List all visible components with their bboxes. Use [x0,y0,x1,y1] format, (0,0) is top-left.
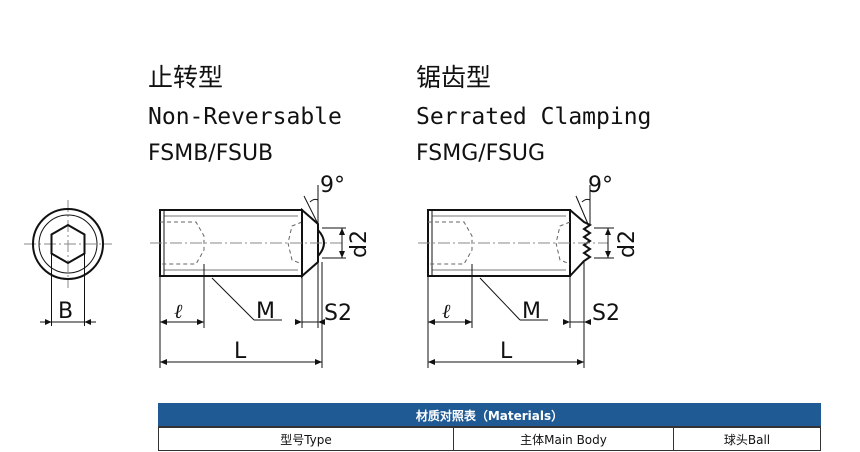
hex-socket-shape [50,223,86,265]
left-model-code: FSMB/FSUB [148,141,273,166]
materials-table-title: 材质对照表（Materials） [158,403,821,428]
left-angle-label: 9° [320,173,345,198]
right-model-code: FSMG/FSUG [416,141,545,166]
right-title-cn: 锯齿型 [416,63,491,92]
left-title-cn: 止转型 [148,63,223,92]
col-header-main-body: 主体Main Body [453,426,674,451]
end-view: B [24,200,112,326]
right-dim-l-label: ℓ [442,299,451,323]
col-header-type: 型号Type [158,426,454,451]
right-title-en: Serrated Clamping [416,104,651,130]
col-header-ball: 球头Ball [673,426,821,451]
right-dim-d2-label: d2 [615,230,640,258]
right-dim-L-label: L [500,339,513,364]
left-dim-L-label: L [234,339,247,364]
left-dim-l-label: ℓ [174,299,183,323]
left-dim-S2-label: S2 [324,301,352,326]
left-dim-d2-label: d2 [347,230,372,258]
end-view-outer-circle [32,208,104,280]
right-dim-M-label: M [522,299,541,324]
right-angle-label: 9° [588,173,613,198]
left-dim-M-label: M [256,299,275,324]
dim-B-label: B [58,299,73,324]
materials-table: 材质对照表（Materials） 型号Type 主体Main Body 球头Ba… [158,403,821,451]
left-variant: 止转型 Non-Reversable FSMB/FSUB 9° d2 [148,63,372,368]
left-title-en: Non-Reversable [148,104,342,130]
right-variant: 锯齿型 Serrated Clamping FSMG/FSUG 9° d2 [416,63,651,368]
materials-header-row: 型号Type 主体Main Body 球头Ball [158,426,821,451]
right-dim-S2-label: S2 [592,301,620,326]
